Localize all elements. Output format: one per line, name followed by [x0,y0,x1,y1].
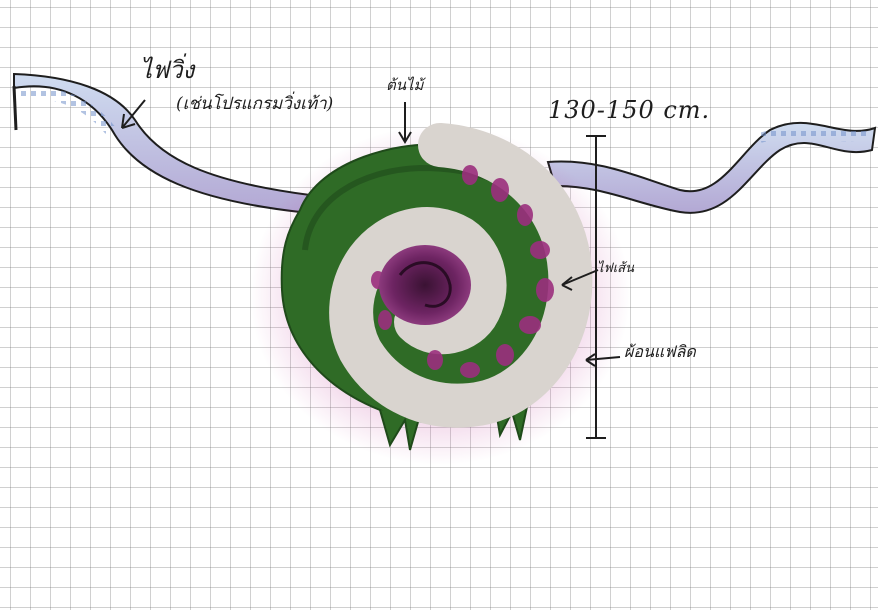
led-light-label: ไฟเส้น [597,262,634,275]
walkway-light-label: ไฟวิ่ง [140,58,194,82]
height-range-label: 130-150 cm. [548,98,710,122]
down-arrow-icon [399,102,411,142]
stone-wall-label: ผ้อนแฟลิด [624,344,696,360]
central-vortex [379,245,471,325]
walkway-light-detail: (เช่นโปรแกรมวิ่งเท้า) [176,96,333,113]
trees-label: ต้นไม้ [386,78,423,93]
